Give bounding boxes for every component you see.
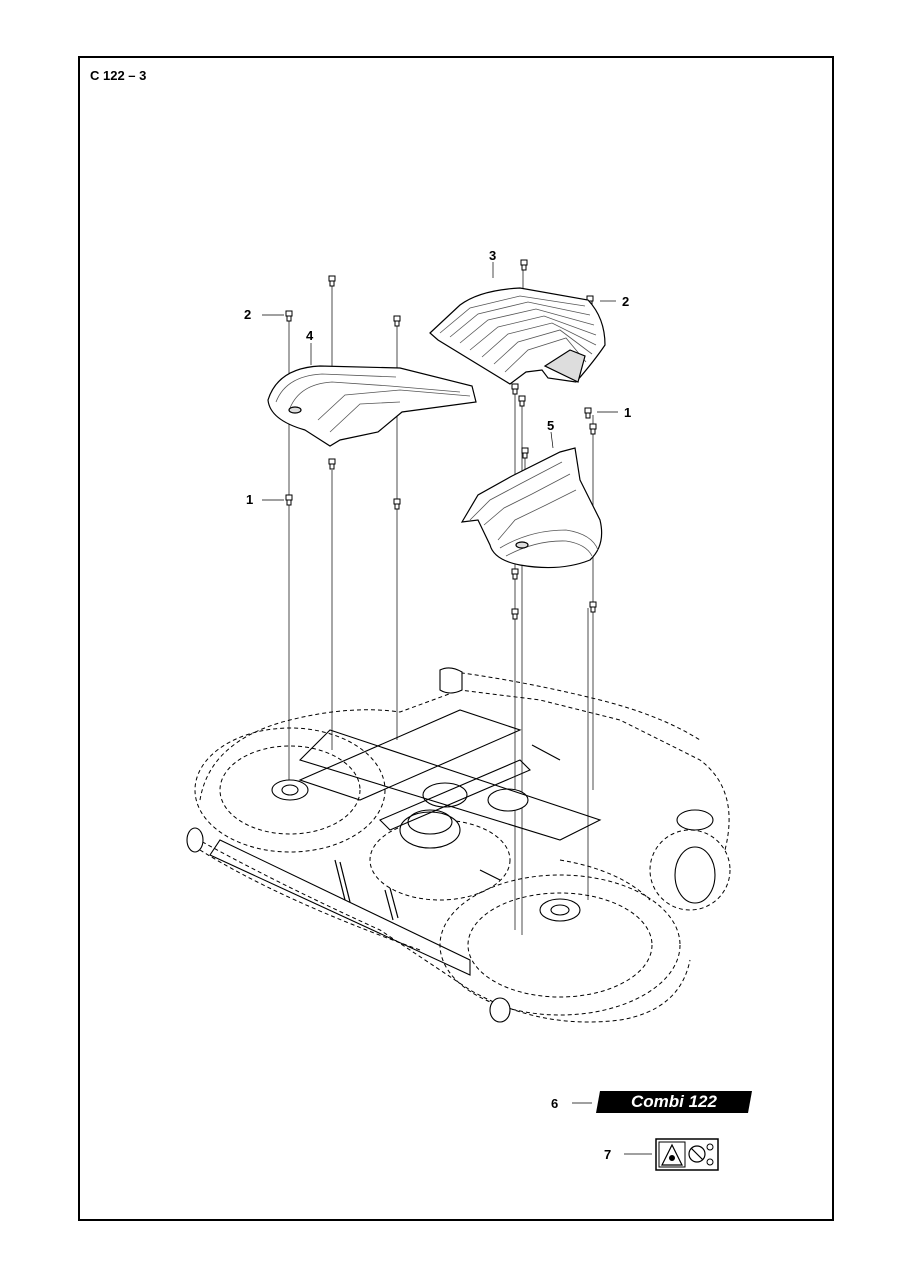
callout-3: 3 <box>489 248 497 263</box>
part-6-decal <box>596 1091 752 1113</box>
page-code: C 122 – 3 <box>90 68 147 83</box>
callout-7: 7 <box>604 1147 612 1162</box>
part-7-warning-decal <box>655 1138 719 1171</box>
callout-5: 5 <box>547 418 555 433</box>
part-3-top-cover <box>429 287 606 385</box>
part-4-left-cover <box>267 365 477 447</box>
combi-decal-text: Combi 122 <box>631 1092 717 1111</box>
page-border <box>78 56 834 1221</box>
mower-deck <box>186 667 731 1023</box>
callout-1-left: 1 <box>246 492 254 507</box>
part-5-right-cover <box>460 447 603 569</box>
callout-6: 6 <box>551 1096 559 1111</box>
callout-2-left: 2 <box>244 307 252 322</box>
callout-1-right: 1 <box>624 405 632 420</box>
callout-2-right: 2 <box>622 294 630 309</box>
callout-4: 4 <box>306 328 314 343</box>
